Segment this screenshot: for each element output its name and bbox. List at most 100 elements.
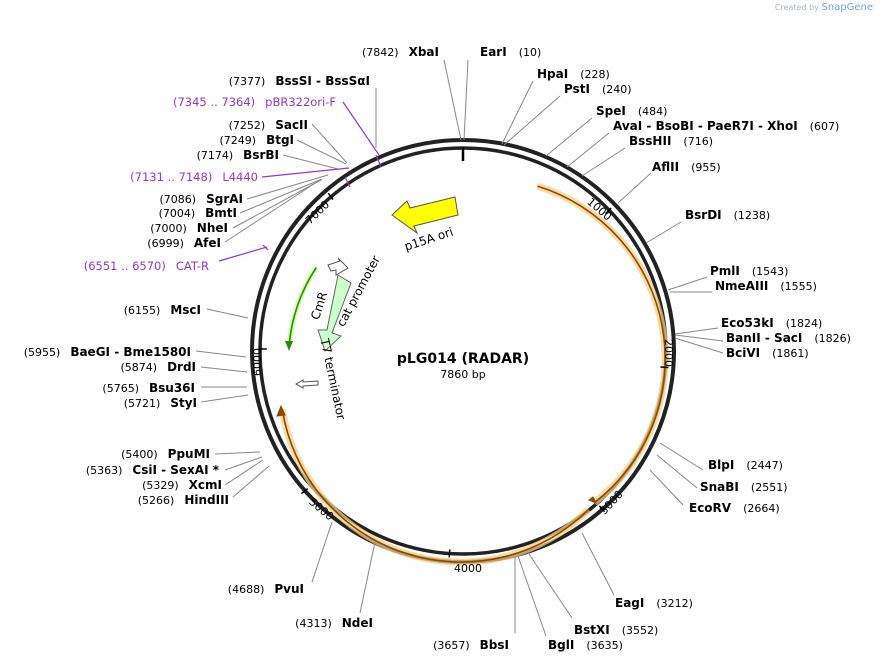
- enzyme-bgli[interactable]: BglI(3635): [548, 638, 623, 652]
- orf-arrowhead-right: [588, 496, 598, 504]
- primer-cat-r-line: [218, 246, 268, 262]
- enzyme-eco53ki[interactable]: Eco53kI(1824): [721, 316, 822, 330]
- enzyme-nmeaiii[interactable]: NmeAIII(1555): [715, 279, 817, 293]
- enzyme-bbsi[interactable]: (3657)BbsI: [433, 638, 509, 652]
- leader-avai: [566, 132, 610, 168]
- enzyme-ppumi[interactable]: (5400)PpuMI: [121, 447, 210, 461]
- leader-ndei: [359, 541, 376, 614]
- enzyme-bsrdi[interactable]: BsrDI(1238): [685, 208, 770, 222]
- t7-terminator-label: T7 terminator: [317, 336, 348, 421]
- enzyme-pvui[interactable]: (4688)PvuI: [228, 582, 304, 596]
- cmr-feature: [317, 274, 352, 352]
- leader-xbai: [443, 59, 462, 141]
- enzyme-psti[interactable]: PstI(240): [564, 82, 632, 96]
- tick-label-4000: 4000: [454, 562, 482, 575]
- enzyme-avai-group[interactable]: AvaI - BsoBI - PaeR7I - XhoI(607): [613, 119, 839, 133]
- leader-eagi: [581, 532, 615, 596]
- cat-promoter-feature: [327, 257, 349, 276]
- tick-label-7000: 7000: [303, 198, 332, 227]
- enzyme-nhei[interactable]: (7000)NheI: [150, 221, 228, 235]
- leader-sacii: [311, 123, 348, 164]
- t7-terminator-feature: [294, 379, 319, 389]
- leader-xcmi: [224, 459, 264, 486]
- leader-nhei: [232, 179, 322, 229]
- enzyme-drdi[interactable]: (5874)DrdI: [120, 360, 196, 374]
- leader-btgi: [296, 139, 347, 165]
- enzyme-styi[interactable]: (5721)StyI: [124, 396, 197, 410]
- enzyme-banii-saci[interactable]: BanII - SacI(1826): [726, 331, 851, 345]
- primer-name: CAT-R: [176, 259, 209, 273]
- enzyme-csii-sexai[interactable]: (5363)CsiI - SexAI *: [86, 463, 220, 477]
- enzyme-hpai[interactable]: HpaI(228): [537, 67, 610, 81]
- enzyme-bmti[interactable]: (7004)BmtI: [159, 206, 237, 220]
- primer-markers: [218, 101, 382, 262]
- primer-pbr322ori-f[interactable]: (7345 .. 7364)pBR322ori-F: [173, 95, 336, 109]
- enzyme-bsshii[interactable]: BssHII(716): [629, 134, 713, 148]
- leader-spei: [545, 117, 593, 157]
- primer-l4440[interactable]: (7131 .. 7148)L4440: [130, 170, 258, 184]
- primer-l4440-line: [261, 167, 350, 178]
- enzyme-spei[interactable]: SpeI(484): [596, 104, 667, 118]
- enzyme-eagi[interactable]: EagI(3212): [615, 596, 693, 610]
- leader-ppumi: [214, 451, 261, 455]
- leader-eari: [463, 59, 469, 141]
- leader-pvui: [311, 521, 333, 583]
- enzyme-bsrbi[interactable]: (7174)BsrBI: [197, 148, 279, 162]
- enzyme-bcivi[interactable]: BciVI(1861): [726, 346, 809, 360]
- primer-pbr322ori-f-line: [342, 101, 380, 156]
- leader-bgli: [517, 555, 547, 637]
- primer-range: (7131 .. 7148): [130, 170, 212, 184]
- leader-msci: [206, 308, 249, 319]
- tick-mark: [327, 192, 334, 201]
- tick-mark: [448, 549, 451, 558]
- primer-labels: (7345 .. 7364)pBR322ori-F (7131 .. 7148)…: [84, 95, 336, 273]
- enzyme-afei[interactable]: (6999)AfeI: [147, 236, 221, 250]
- plasmid-name: pLG014 (RADAR): [397, 351, 529, 367]
- primer-cat-r[interactable]: (6551 .. 6570) CAT-R: [84, 259, 209, 273]
- leader-pmli: [667, 276, 708, 291]
- enzyme-pmli[interactable]: PmlI(1543): [710, 264, 788, 278]
- primer-name: pBR322ori-F: [265, 95, 336, 109]
- enzyme-bsu36i[interactable]: (5765)Bsu36I: [102, 381, 195, 395]
- leader-hpai: [501, 80, 534, 145]
- enzyme-xbai[interactable]: (7842)XbaI: [362, 45, 439, 59]
- enzyme-baegi-bme1580i[interactable]: (5955)BaeGI - Bme1580I: [24, 345, 191, 359]
- leader-bsshii: [581, 147, 626, 177]
- enzyme-btgi[interactable]: (7249)BtgI: [219, 133, 294, 147]
- enzyme-bsssi-bsssai[interactable]: (7377)BssSI - BssSαI: [229, 74, 370, 88]
- enzyme-eari[interactable]: EarI(10): [480, 45, 541, 59]
- leader-eco53ki: [674, 327, 719, 335]
- leader-ecorv: [649, 469, 684, 506]
- enzyme-snabi[interactable]: SnaBI(2551): [700, 480, 787, 494]
- enzyme-xcmi[interactable]: (5329)XcmI: [142, 478, 222, 492]
- leader-aflii: [617, 172, 652, 204]
- enzyme-aflii[interactable]: AflII(955): [652, 160, 721, 174]
- p15a-ori-feature: [391, 196, 459, 235]
- enzyme-bstxi[interactable]: BstXI(3552): [574, 623, 658, 637]
- snapgene-credit: Created by SnapGene: [775, 2, 873, 13]
- enzyme-sgrai[interactable]: (7086)SgrAI: [160, 192, 243, 206]
- leader-hindiii: [232, 465, 270, 498]
- leader-bsrbi: [282, 154, 339, 170]
- enzyme-sacii[interactable]: (7252)SacII: [229, 118, 308, 132]
- orf-arc-right-line: [537, 185, 666, 504]
- leader-psti: [503, 95, 561, 146]
- p15a-ori-label: p15A ori: [403, 225, 455, 254]
- tick-label-6000: 6000: [251, 348, 264, 376]
- leader-csii: [224, 456, 263, 471]
- plasmid-size: 7860 bp: [440, 368, 485, 381]
- cmr-label: CmR: [308, 290, 330, 321]
- enzyme-ndei[interactable]: (4313)NdeI: [295, 616, 373, 630]
- enzyme-msci[interactable]: (6155)MscI: [124, 303, 201, 317]
- orf-arc-left-line: [281, 409, 590, 563]
- primer-range: (6551 .. 6570): [84, 259, 166, 273]
- enzyme-ecorv[interactable]: EcoRV(2664): [689, 501, 780, 515]
- tick-mark: [300, 488, 309, 495]
- primer-l4440-bar: [344, 176, 351, 188]
- tick-mark: [598, 505, 606, 513]
- enzyme-hindiii[interactable]: (5266)HindIII: [138, 493, 229, 507]
- enzyme-leaders: [195, 59, 724, 637]
- tick-mark: [604, 207, 612, 215]
- enzyme-blpi[interactable]: BlpI(2447): [708, 458, 783, 472]
- leader-bcivi: [674, 337, 724, 354]
